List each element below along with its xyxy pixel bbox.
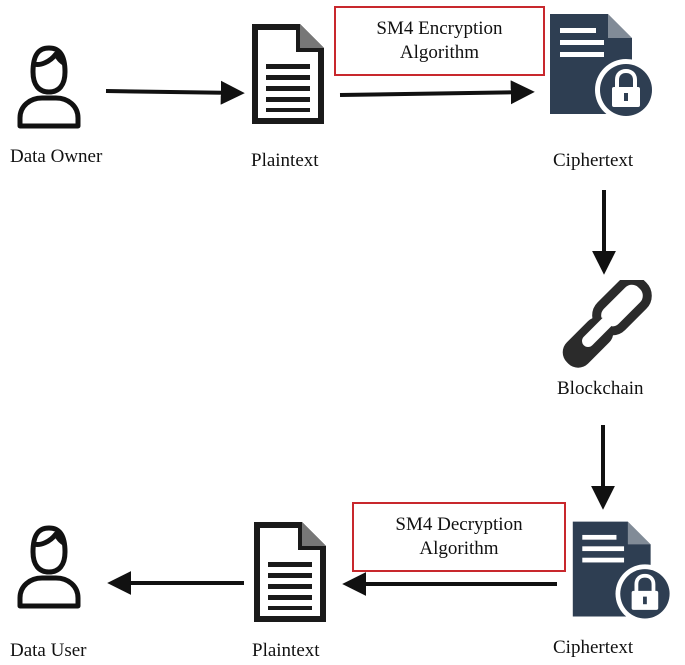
plaintext-bottom-label: Plaintext [252, 640, 320, 661]
arrow-plaintext-to-ciphertext [339, 80, 535, 105]
chain-link-icon [562, 280, 652, 368]
person-icon [17, 45, 81, 129]
arrow-owner-to-plaintext [105, 80, 245, 105]
locked-document-icon [550, 14, 657, 121]
encryption-line2: Algorithm [399, 42, 480, 63]
decryption-line1: SM4 Decryption [395, 514, 523, 535]
data-user-label: Data User [10, 640, 87, 661]
ciphertext-top-label: Ciphertext [553, 150, 634, 171]
locked-document-icon [572, 521, 675, 624]
person-icon [17, 525, 81, 609]
plaintext-top-label: Plaintext [251, 150, 319, 171]
document-icon [252, 24, 324, 124]
encryption-algorithm-box: SM4 Encryption Algorithm [334, 6, 545, 76]
ciphertext-bottom-label: Ciphertext [553, 637, 634, 658]
document-icon [254, 522, 326, 622]
encryption-line1: SM4 Encryption [376, 18, 503, 39]
data-owner-label: Data Owner [10, 146, 103, 167]
decryption-algorithm-box: SM4 Decryption Algorithm [352, 502, 566, 572]
blockchain-label: Blockchain [557, 378, 644, 399]
decryption-line2: Algorithm [419, 538, 499, 559]
